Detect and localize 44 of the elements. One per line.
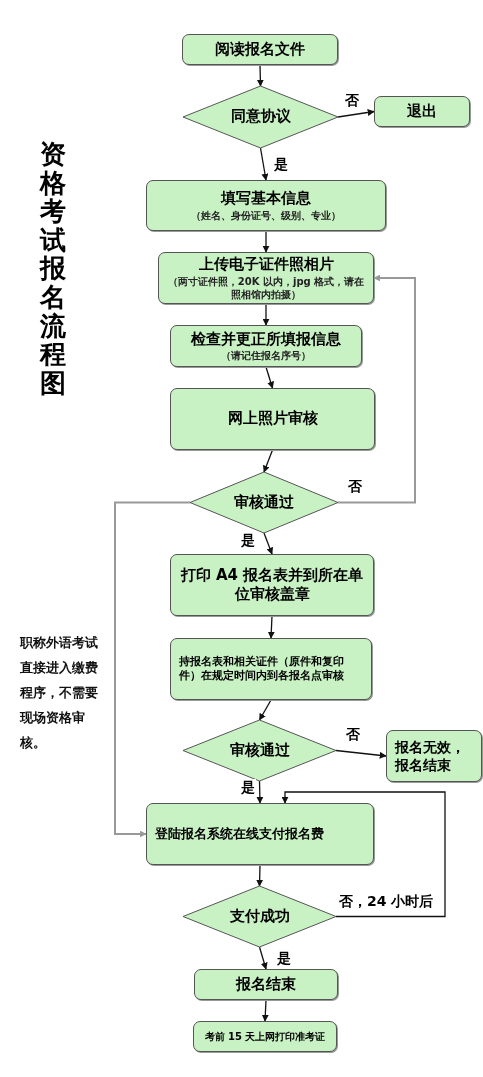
edge-label: 是: [276, 950, 292, 966]
decision-diamond: 审核通过: [190, 472, 338, 533]
vertical-title: 资格考试报名流程图: [40, 140, 66, 398]
arrow: [258, 699, 272, 721]
process-box: 考前 15 天上网打印准考证: [193, 1021, 337, 1052]
arrow: [337, 274, 416, 504]
arrow: [258, 946, 268, 970]
process-box: 退出: [374, 96, 470, 127]
arrow: [261, 999, 269, 1022]
arrow: [256, 64, 264, 87]
side-note: 职称外语考试直接进入缴费程序，不需要现场资格审核。: [20, 634, 99, 752]
arrow: [263, 532, 274, 555]
arrow: [259, 147, 269, 181]
decision-diamond: 同意协议: [183, 86, 338, 148]
edge-label: 是: [240, 779, 256, 795]
arrow: [114, 501, 191, 838]
arrow: [337, 109, 375, 118]
arrow: [263, 449, 274, 473]
process-box: 持报名表和相关证件（原件和复印件）在规定时间内到各报名点审核: [170, 638, 372, 700]
arrow: [262, 303, 270, 326]
edge-label: 否: [344, 92, 360, 108]
arrow: [265, 366, 274, 389]
arrow: [267, 615, 275, 639]
process-box: 检查并更正所填报信息 （请记住报名序号）: [170, 325, 362, 367]
process-box: 报名结束: [194, 969, 338, 1000]
edge-label: 否: [345, 726, 361, 742]
edge-label: 否，24 小时后: [338, 893, 435, 909]
process-box: 打印 A4 报名表并到所在单位审核盖章: [170, 554, 374, 616]
edge-label: 是: [240, 532, 256, 548]
process-box: 上传电子证件照相片 （两寸证件照，20K 以内，jpg 格式，请在照相馆内拍摄）: [158, 252, 374, 304]
arrow: [256, 864, 264, 887]
process-box: 报名无效，报名结束: [386, 730, 482, 782]
process-box: 网上照片审核: [170, 388, 375, 450]
decision-diamond: 支付成功: [183, 886, 336, 947]
process-box: 登陆报名系统在线支付报名费: [146, 803, 374, 865]
process-box: 阅读报名文件: [182, 34, 338, 65]
edge-label: 是: [273, 156, 289, 172]
arrow: [262, 230, 270, 253]
edge-label: 否: [347, 478, 363, 494]
arrow: [335, 749, 387, 759]
process-box: 填写基本信息 （姓名、身份证号、级别、专业）: [146, 180, 386, 231]
decision-diamond: 审核通过: [183, 720, 336, 781]
arrow: [256, 780, 264, 804]
arrow: [281, 791, 446, 918]
